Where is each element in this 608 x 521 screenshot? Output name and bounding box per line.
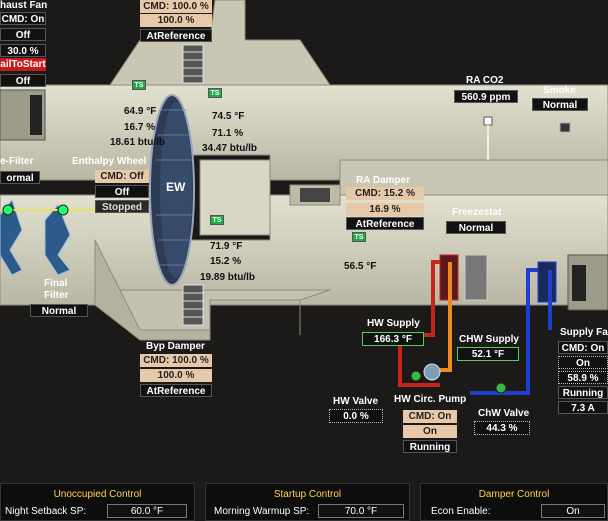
enthalpy-wheel-label: EW (166, 180, 186, 194)
sensor-tag-outside: TS (208, 88, 222, 98)
enthalpy-wheel-title: Enthalpy Wheel (72, 156, 147, 167)
ra-damper-mode: AtReference (346, 217, 424, 230)
oa-damper-position: 100.0 % (140, 14, 212, 27)
exhaust-air-temp: 64.9 °F (124, 106, 157, 117)
exhaust-fan-cmd[interactable]: CMD: On (0, 12, 46, 25)
oa-damper-graphic (182, 44, 204, 84)
exhaust-fan-speed: 30.0 % (0, 44, 46, 57)
enthalpy-wheel-state: Stopped (95, 200, 149, 213)
ra-co2-title: RA CO2 (466, 75, 504, 86)
outside-air-temp: 74.5 °F (212, 111, 245, 122)
hw-pump-title: HW Circ. Pump (394, 394, 467, 405)
byp-damper-graphic (182, 284, 204, 326)
enthalpy-wheel-status: Off (95, 185, 149, 198)
hw-pump-state: Running (403, 440, 457, 453)
supply-fan-title: Supply Fa (560, 327, 608, 338)
pre-filter-title: e-Filter (0, 156, 34, 167)
hw-valve-title: HW Valve (333, 396, 379, 407)
hw-supply-title: HW Supply (367, 318, 420, 329)
preheat-temp: 56.5 °F (344, 261, 377, 272)
mixed-air-temp: 71.9 °F (210, 241, 243, 252)
exhaust-fan-hoa[interactable]: Off (0, 74, 46, 87)
smoke-status: Normal (532, 98, 588, 111)
exhaust-air-humidity: 16.7 % (124, 122, 156, 133)
hw-valve-value[interactable]: 0.0 % (329, 409, 383, 423)
chw-supply-title: CHW Supply (459, 334, 519, 345)
damper-control-panel: Damper Control Econ Enable: On (420, 483, 608, 521)
night-setback-label: Night Setback SP: (5, 506, 87, 517)
ra-co2-value: 560.9 ppm (454, 90, 518, 103)
byp-damper-title: Byp Damper (146, 341, 205, 352)
enthalpy-wheel-cmd[interactable]: CMD: Off (95, 170, 149, 183)
supply-fan-state: Running (558, 386, 608, 399)
byp-damper-position: 100.0 % (140, 369, 212, 382)
smoke-title: Smoke (543, 85, 576, 96)
exhaust-fan-alarm: ailToStart (0, 58, 46, 71)
hw-pump-status: On (403, 425, 457, 438)
econ-enable-field[interactable]: On (541, 504, 605, 518)
exhaust-air-enthalpy: 18.61 btu/lb (110, 137, 166, 148)
morning-warmup-sp-field[interactable]: 70.0 °F (318, 504, 404, 518)
byp-damper-cmd[interactable]: CMD: 100.0 % (140, 354, 212, 367)
oa-damper-cmd[interactable]: CMD: 100.0 % (140, 0, 212, 13)
sensor-tag-preheat: TS (352, 232, 366, 242)
supply-fan-current: 7.3 A (558, 401, 608, 414)
startup-control-panel: Startup Control Morning Warmup SP: 70.0 … (205, 483, 410, 521)
final-filter-status: Normal (30, 304, 88, 317)
final-filter-title-1: Final (44, 278, 68, 289)
exhaust-fan-status: Off (0, 28, 46, 41)
supply-fan-status: On (558, 356, 608, 369)
supply-fan-speed: 58.9 % (558, 371, 608, 384)
freezestat-title: Freezestat (452, 207, 502, 218)
outside-air-enthalpy: 34.47 btu/lb (202, 143, 258, 154)
sensor-tag-exhaust: TS (132, 80, 146, 90)
unoccupied-control-title: Unoccupied Control (53, 489, 142, 500)
supply-fan-cmd[interactable]: CMD: On (558, 341, 608, 354)
hw-supply-value: 166.3 °F (362, 332, 424, 346)
exhaust-fan-title: haust Fan (0, 0, 48, 11)
pre-filter-graphic (0, 198, 23, 276)
startup-control-title: Startup Control (273, 489, 342, 500)
oa-damper-mode: AtReference (140, 29, 212, 42)
hw-pump-graphic (423, 363, 441, 381)
hw-pump-cmd[interactable]: CMD: On (403, 410, 457, 423)
ra-damper-cmd[interactable]: CMD: 15.2 % (346, 187, 424, 200)
freezestat-status: Normal (446, 221, 506, 234)
chw-supply-value: 52.1 °F (457, 347, 519, 361)
unoccupied-control-panel: Unoccupied Control Night Setback SP: 60.… (0, 483, 195, 521)
econ-enable-label: Econ Enable: (431, 506, 491, 517)
ra-damper-position: 16.9 % (346, 203, 424, 216)
pre-filter-status: ormal (0, 171, 40, 184)
ra-damper-title: RA Damper (356, 175, 411, 186)
mixed-air-enthalpy: 19.89 btu/lb (200, 272, 256, 283)
chw-valve-value[interactable]: 44.3 % (474, 421, 530, 435)
sensor-tag-mixed: TS (210, 215, 224, 225)
freezestat-graphic (464, 254, 488, 301)
byp-damper-mode: AtReference (140, 384, 212, 397)
mixed-air-humidity: 15.2 % (210, 256, 242, 267)
morning-warmup-label: Morning Warmup SP: (214, 506, 310, 517)
chw-valve-title: ChW Valve (478, 408, 530, 419)
final-filter-title-2: Filter (44, 290, 69, 301)
chw-coil-graphic (537, 261, 557, 303)
supply-duct (0, 194, 608, 306)
night-setback-sp-field[interactable]: 60.0 °F (107, 504, 187, 518)
damper-control-title: Damper Control (478, 489, 550, 500)
outside-air-humidity: 71.1 % (212, 128, 244, 139)
